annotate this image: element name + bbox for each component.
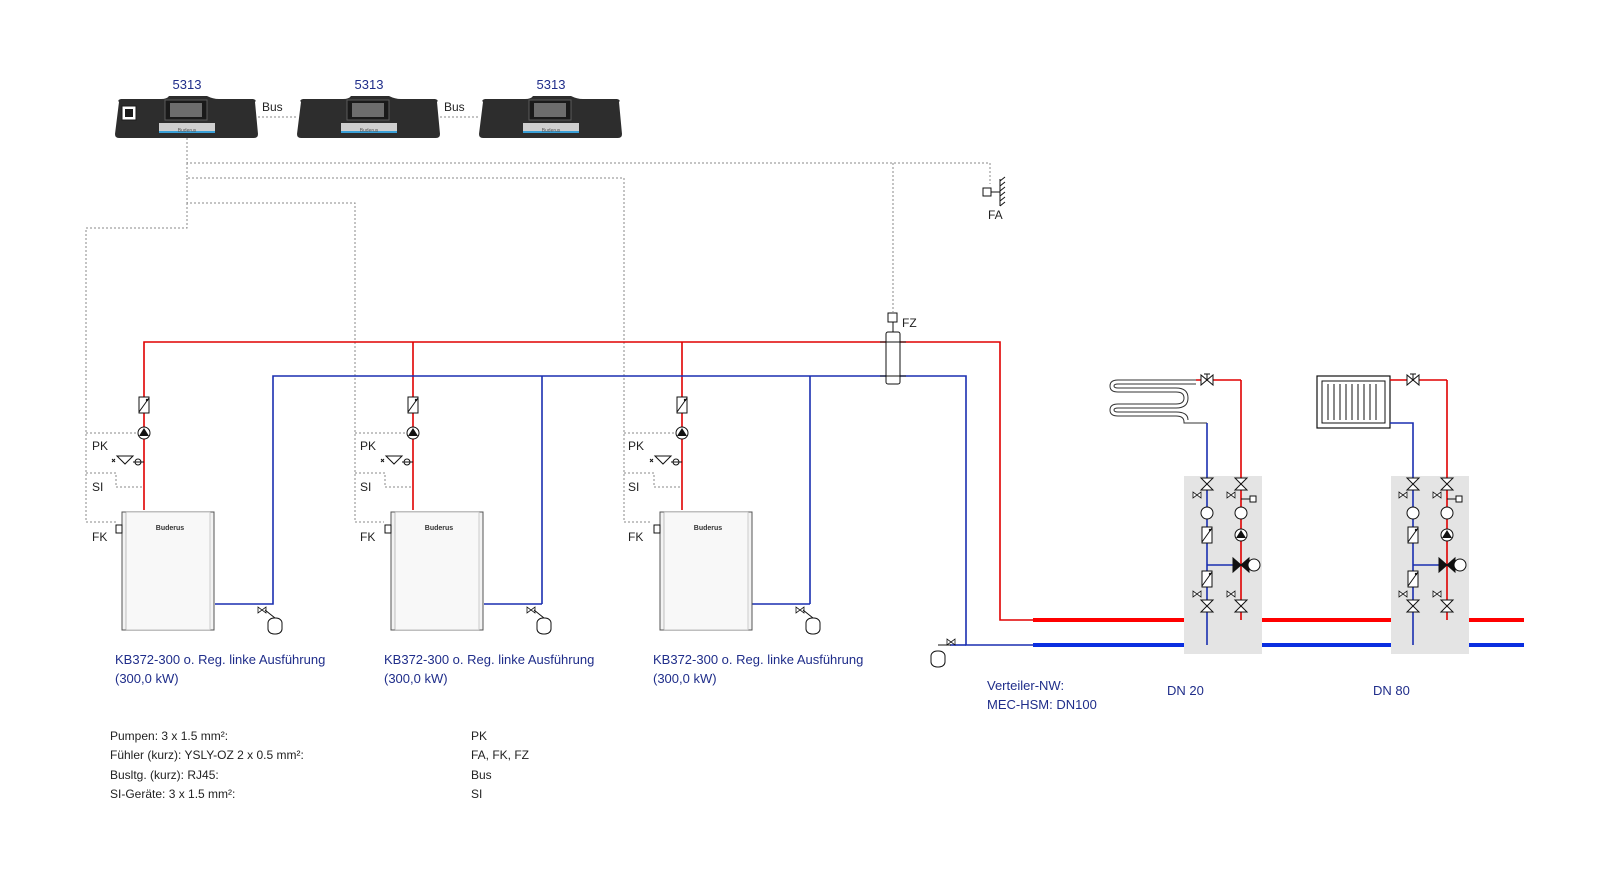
pump-label: PK <box>628 439 644 453</box>
circuit-valve-icon <box>1406 373 1420 386</box>
thermometer-icon <box>1440 506 1454 520</box>
safety-label: SI <box>92 480 103 494</box>
boiler-sensor-label: FK <box>628 530 643 544</box>
controller-model-label: 5313 <box>173 77 202 92</box>
boiler-sensor-icon <box>653 524 661 534</box>
boiler-brand: Buderus <box>425 525 454 532</box>
drain-valve-icon <box>526 606 536 614</box>
distributor-label-2: MEC-HSM: DN100 <box>987 697 1097 712</box>
legend-devices: Bus <box>471 768 492 782</box>
distributor-expansion-vessel <box>930 638 966 668</box>
circuit-label: DN 80 <box>1373 683 1410 698</box>
pump-icon <box>406 426 420 440</box>
hydraulic-separator <box>880 331 906 385</box>
mixing-valve-icon <box>1232 556 1261 574</box>
boiler-name: KB372-300 o. Reg. linke Ausführung <box>653 652 863 667</box>
pump-icon <box>1440 528 1454 542</box>
safety-valve-icon <box>649 455 682 466</box>
underfloor-heating-icon <box>1109 379 1207 424</box>
safety-label: SI <box>360 480 371 494</box>
check-valve-icon <box>1407 526 1419 544</box>
boiler-sensor-icon <box>384 524 392 534</box>
distributor-label-1: Verteiler-NW: <box>987 678 1064 693</box>
header-sensor-icon <box>887 312 898 323</box>
boiler-brand: Buderus <box>694 525 723 532</box>
drain-valve-icon <box>257 606 267 614</box>
legend-cable: Busltg. (kurz): RJ45: <box>110 768 219 782</box>
legend-cable: Fühler (kurz): YSLY-OZ 2 x 0.5 mm²: <box>110 748 304 762</box>
legend-devices: FA, FK, FZ <box>471 748 529 762</box>
boiler-sensor-icon <box>115 524 123 534</box>
heating-circuit-1 <box>1109 373 1262 654</box>
thermometer-icon <box>1234 506 1248 520</box>
radiator-icon <box>1316 375 1391 429</box>
heating-circuit-2 <box>1316 373 1469 654</box>
controller-model-label: 5313 <box>355 77 384 92</box>
controller-brand: Buderus <box>360 128 379 134</box>
check-valve-icon <box>1407 570 1419 588</box>
boiler-name: KB372-300 o. Reg. linke Ausführung <box>115 652 325 667</box>
cable-legend: Pumpen: 3 x 1.5 mm²: PK Fühler (kurz): Y… <box>110 729 529 801</box>
drain-valve-icon <box>795 606 805 614</box>
pump-label: PK <box>92 439 108 453</box>
controller-model-label: 5313 <box>537 77 566 92</box>
outdoor-sensor-label: FA <box>988 208 1003 222</box>
expansion-vessel-icon <box>805 617 821 635</box>
return-piping <box>215 375 1033 646</box>
boiler-sensor-label: FK <box>360 530 375 544</box>
safety-valve-icon <box>380 455 413 466</box>
legend-cable: SI-Geräte: 3 x 1.5 mm²: <box>110 787 235 801</box>
bus-label: Bus <box>262 100 283 114</box>
safety-valve-icon <box>111 455 144 466</box>
legend-devices: SI <box>471 787 482 801</box>
expansion-vessel-icon <box>267 617 283 635</box>
controller-1: 5313 Buderus <box>114 77 259 139</box>
bus-label: Bus <box>444 100 465 114</box>
boiler-2: Buderus <box>380 396 552 635</box>
outdoor-sensor-icon <box>982 176 1006 207</box>
thermometer-icon <box>1406 506 1420 520</box>
controller-brand: Buderus <box>178 128 197 134</box>
pump-icon <box>1234 528 1248 542</box>
boiler-1: Buderus <box>111 396 283 635</box>
boiler-power: (300,0 kW) <box>384 671 448 686</box>
boiler-power: (300,0 kW) <box>115 671 179 686</box>
legend-devices: PK <box>471 729 487 743</box>
pump-icon <box>675 426 689 440</box>
check-valve-icon <box>407 396 419 414</box>
boiler-power: (300,0 kW) <box>653 671 717 686</box>
check-valve-icon <box>1201 570 1213 588</box>
thermometer-icon <box>1200 506 1214 520</box>
header-sensor-label: FZ <box>902 316 917 330</box>
controller-brand: Buderus <box>542 128 561 134</box>
controller-3: 5313 Buderus <box>478 77 623 139</box>
expansion-vessel-icon <box>536 617 552 635</box>
safety-label: SI <box>628 480 639 494</box>
circuit-label: DN 20 <box>1167 683 1204 698</box>
pump-label: PK <box>360 439 376 453</box>
check-valve-icon <box>1201 526 1213 544</box>
boiler-name: KB372-300 o. Reg. linke Ausführung <box>384 652 594 667</box>
legend-cable: Pumpen: 3 x 1.5 mm²: <box>110 729 228 743</box>
circuit-valve-icon <box>1200 373 1214 386</box>
boiler-brand: Buderus <box>156 525 185 532</box>
control-wiring <box>85 138 991 523</box>
boiler-sensor-label: FK <box>92 530 107 544</box>
controller-2: 5313 Buderus <box>296 77 441 139</box>
check-valve-icon <box>138 396 150 414</box>
pump-icon <box>137 426 151 440</box>
check-valve-icon <box>676 396 688 414</box>
boiler-3: Buderus <box>649 396 821 635</box>
mixing-valve-icon <box>1438 556 1467 574</box>
